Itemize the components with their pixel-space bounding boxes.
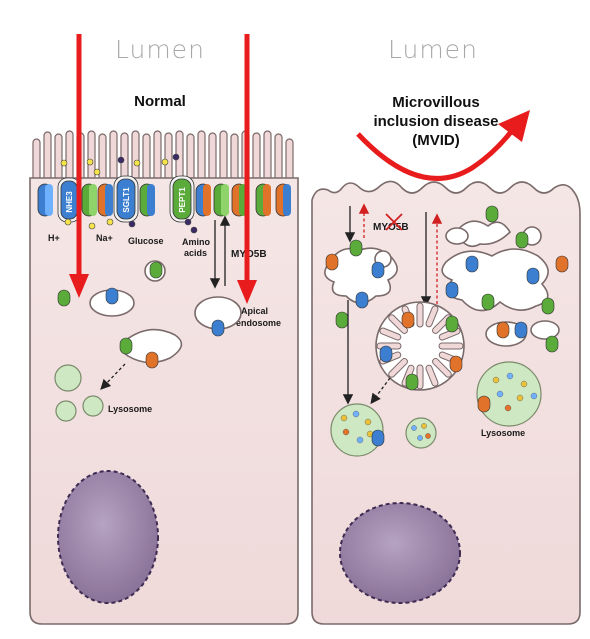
label-proton: H+ [48, 233, 60, 243]
label-apical-endosome: Apical endosome [236, 306, 281, 328]
transporter-green [139, 183, 155, 217]
vesicle [455, 220, 512, 248]
label-apical-endosome-line: Apical [241, 306, 268, 316]
transporter-blue [195, 183, 211, 217]
mvid-dashed-to-lysosome [370, 377, 391, 405]
lumen-header-left: Lumen [115, 35, 205, 64]
myo5b-cross-icon [385, 213, 403, 231]
transporter-blue [37, 183, 53, 217]
vesicle-proteins-normal [57, 261, 225, 369]
label-amino-acids-line: acids [184, 248, 207, 258]
red-arrow-curved [356, 110, 530, 181]
vesicle-proteins-mvid [325, 205, 569, 391]
transporter-green [81, 183, 97, 217]
label-sodium: Na+ [96, 233, 113, 243]
transporter-green [255, 183, 271, 217]
label-amino-acids-line: Amino [182, 237, 211, 247]
lysosome [405, 417, 437, 449]
transporter-pept1 [169, 175, 195, 223]
label-nhe3: NHE3 [65, 191, 74, 213]
dashed-arrow-to-lysosome [100, 363, 126, 390]
red-arrow-left [69, 34, 89, 298]
lysosomes-normal [54, 364, 104, 422]
label-myo5b-mvid: MYO5B [373, 222, 409, 233]
label-apical-endosome-line: endosome [236, 318, 281, 328]
label-sglt1: SGLT1 [122, 187, 131, 213]
vesicles-mvid [324, 220, 560, 347]
microvillus-inclusion [375, 301, 465, 391]
red-arrow-right [237, 34, 257, 304]
nucleus-mvid [339, 502, 461, 604]
label-lysosome-mvid: Lysosome [481, 428, 525, 438]
transporter-orange [97, 183, 113, 217]
lysosome-proteins [371, 395, 491, 447]
vesicle [530, 320, 560, 340]
nucleus-normal [57, 470, 159, 604]
lysosome [55, 400, 77, 422]
lysosome [54, 364, 82, 392]
label-glucose: Glucose [128, 236, 164, 246]
transporter-green [213, 183, 229, 217]
lysosome [476, 361, 542, 427]
substrate-molecules [60, 153, 198, 234]
label-lysosome-normal: Lysosome [108, 404, 152, 414]
lysosomes-mvid [330, 361, 542, 457]
panel-title-normal: Normal [134, 93, 186, 110]
lysosome-content [340, 372, 538, 444]
panel-title-mvid: Microvillous inclusion disease (MVID) [373, 94, 499, 149]
transporter-orange [275, 183, 291, 217]
label-pept1: PEPT1 [178, 187, 187, 213]
lumen-header-right: Lumen [388, 35, 478, 64]
vesicle [445, 227, 469, 245]
lysosome [82, 395, 104, 417]
label-amino-acids: Amino acids [182, 237, 213, 258]
transporter-sglt1 [113, 175, 139, 223]
apical-transporters-normal [37, 175, 291, 223]
